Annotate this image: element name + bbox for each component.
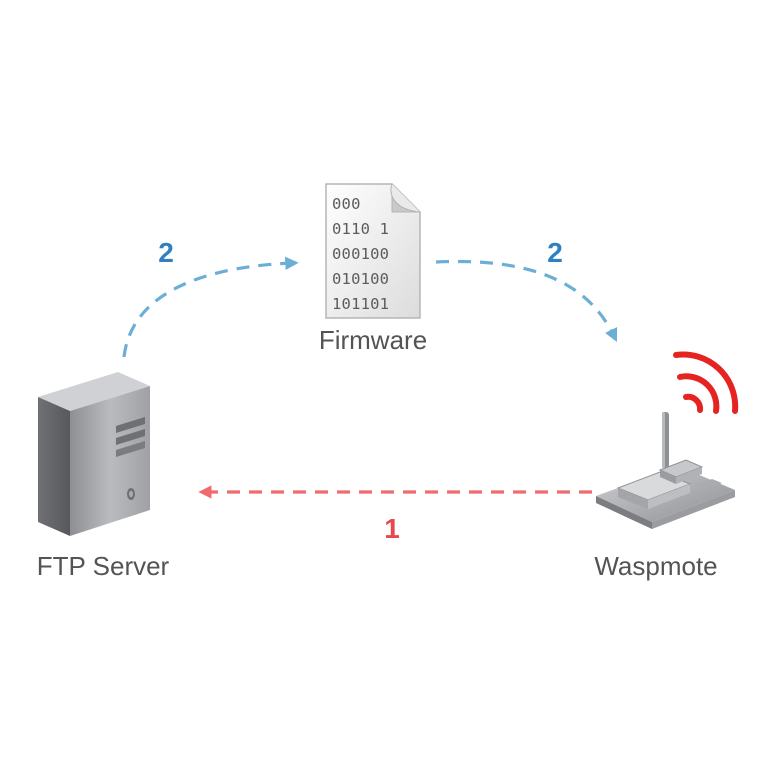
node-waspmote: Waspmote bbox=[594, 351, 739, 581]
file-line-1: 000 bbox=[332, 195, 361, 213]
node-firmware: 000 0110 1 000100 010100 101101 Firmware bbox=[319, 182, 427, 355]
binary-file-icon: 000 0110 1 000100 010100 101101 bbox=[325, 182, 422, 319]
step-1-label: 1 bbox=[384, 513, 400, 544]
flow-firmware-to-device: 2 bbox=[435, 237, 618, 343]
firmware-label: Firmware bbox=[319, 325, 427, 355]
server-tower-icon bbox=[38, 372, 150, 536]
file-line-2: 0110 1 bbox=[332, 220, 389, 238]
step-2-label-right: 2 bbox=[547, 237, 563, 268]
file-line-5: 101101 bbox=[332, 295, 389, 313]
file-line-4: 010100 bbox=[332, 270, 389, 288]
waspmote-board-icon bbox=[596, 412, 735, 529]
flow-download-to-firmware: 2 bbox=[122, 237, 299, 358]
step-2-label-left: 2 bbox=[158, 237, 174, 268]
waspmote-label: Waspmote bbox=[594, 551, 717, 581]
wireless-signal-icon bbox=[673, 351, 739, 414]
download-arrow-left bbox=[122, 256, 299, 358]
node-ftp-server: FTP Server bbox=[37, 372, 170, 581]
flow-request: 1 bbox=[198, 485, 592, 544]
ftp-server-label: FTP Server bbox=[37, 551, 170, 581]
download-arrow-right bbox=[435, 259, 618, 343]
file-line-3: 000100 bbox=[332, 245, 389, 263]
